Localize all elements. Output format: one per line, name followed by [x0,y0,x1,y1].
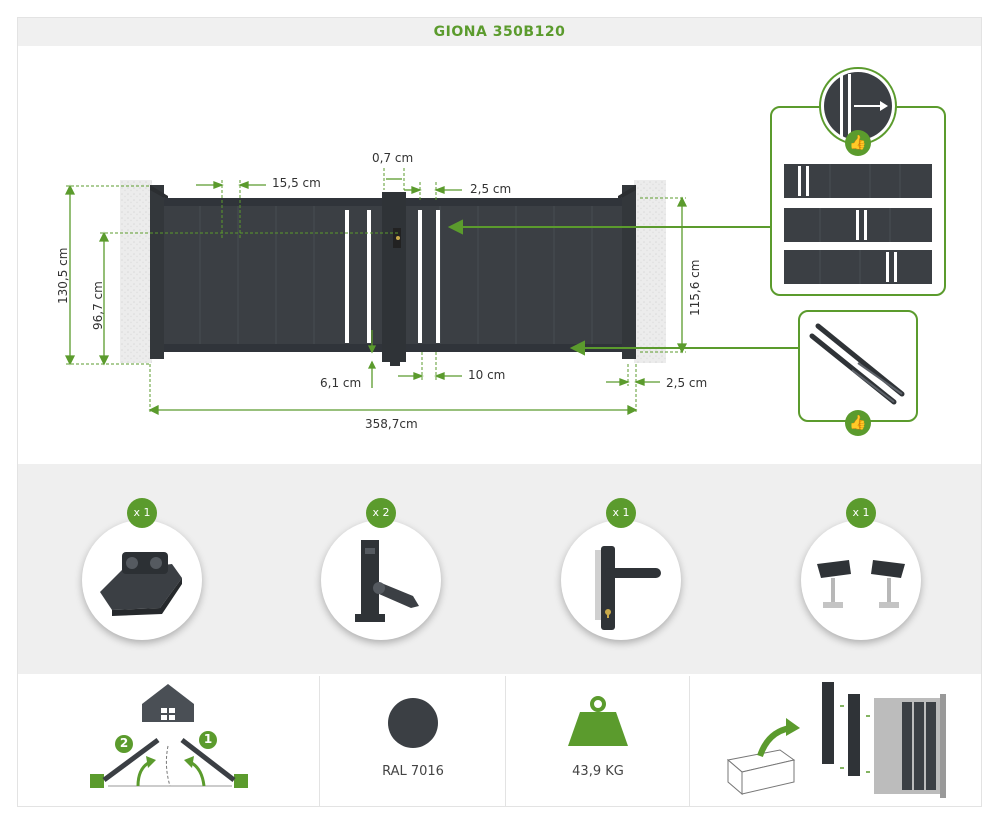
dim-side-gap: 2,5 cm [666,376,708,390]
hinge-icon [100,552,182,616]
left-post [150,185,164,359]
right-pillar [634,180,666,363]
weight-icon [568,696,628,746]
accessory-hinge [82,520,202,640]
product-sheet-frame [17,17,982,807]
dim-bottom-offset: 6,1 cm [320,376,362,390]
color-swatch [388,698,438,748]
dim-center-gap: 0,7 cm [372,151,414,165]
feature-weight: 43,9 KG [506,676,690,806]
accessory-gate-stop [321,520,441,640]
dim-slot-width: 2,5 cm [470,182,512,196]
accessory-handle-lock [561,520,681,640]
slot [367,210,371,343]
end-stop-icon [817,560,905,608]
feature-color: RAL 7016 [320,676,506,806]
thumbs-up-icon: 👍 [845,410,871,436]
title-bar [18,18,981,46]
opening-step-1: 1 [203,732,213,746]
gate-stop-icon [355,540,419,622]
assembly-icon [726,682,946,798]
dim-board-width: 15,5 cm [272,176,321,190]
thumbs-up-icon: 👍 [845,130,871,156]
slot [436,210,440,343]
qty-badge: x 1 [606,498,636,528]
panel-options-drawing [784,67,932,284]
qty-badge: x 1 [846,498,876,528]
dim-total-height: 130,5 cm [56,247,70,304]
accessory-end-stop [801,520,921,640]
dim-total-width: 358,7cm [365,417,418,431]
qty-badge: x 2 [366,498,396,528]
dim-right-height: 115,6 cm [688,259,702,316]
weight-label: 43,9 KG [572,764,624,779]
feature-opening: 2 1 [18,676,320,806]
gate-drawing [64,168,800,416]
right-gate-leaf [404,198,622,352]
feature-assembly [690,676,981,806]
color-label: RAL 7016 [382,764,444,779]
left-pillar [120,180,152,363]
qty-badge: x 1 [127,498,157,528]
gas-strut-icon [809,323,905,405]
dim-slot-gap: 10 cm [468,368,506,382]
right-post [622,185,636,359]
opening-step-2: 2 [119,736,129,750]
center-post [382,192,406,362]
dim-inner-height: 96,7 cm [91,281,105,330]
opening-direction-icon [90,684,248,788]
product-title: GIONA 350B120 [433,24,566,40]
slot [418,210,422,343]
handle-lock-icon [595,546,661,630]
slot [345,210,349,343]
left-gate-leaf [164,198,384,352]
